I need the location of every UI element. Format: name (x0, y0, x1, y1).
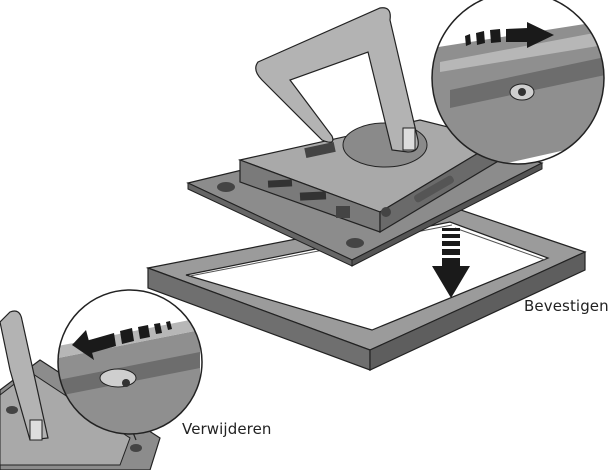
attach-label: Bevestigen (524, 297, 609, 315)
stand (255, 7, 428, 168)
remove-label: Verwijderen (182, 420, 272, 438)
arrow-left-icon (72, 321, 172, 360)
zoom-attach (431, 0, 605, 165)
arrow-down-icon (432, 228, 470, 298)
photo-frame-device (186, 119, 544, 267)
zoom-remove (57, 289, 203, 435)
arrow-right-icon (465, 22, 554, 48)
device-removal-view (0, 310, 161, 470)
